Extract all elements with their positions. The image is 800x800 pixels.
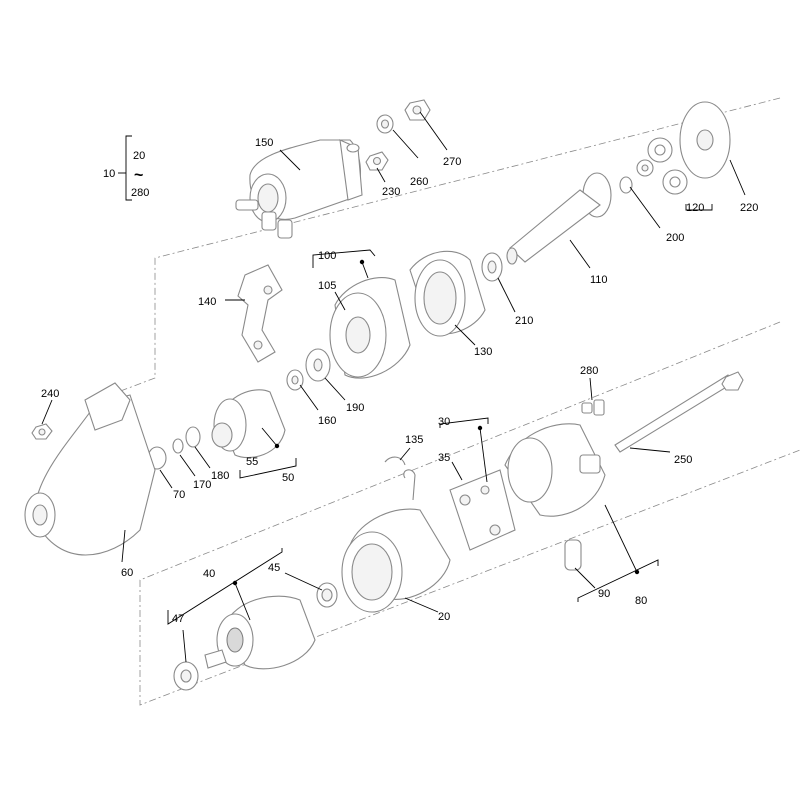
housing-100 [329,277,411,379]
callout-220: 220 [740,202,758,214]
callout-150: 150 [255,137,273,149]
callout-240: 240 [41,388,59,400]
callout-270: 270 [443,156,461,168]
callout-200: 200 [666,232,684,244]
leader-lines [41,111,746,663]
brackets [118,135,713,625]
callout-100: 100 [318,250,336,262]
callout-20: 20 [438,611,450,623]
overrunning-clutch-50 [211,389,286,459]
callout-170: 170 [193,479,211,491]
callout-40: 40 [203,568,215,580]
callout-120: 120 [686,202,704,214]
armature-40 [204,595,316,670]
callout-47: 47 [172,613,184,625]
range-tilde: ~ [134,167,143,184]
callout-80: 80 [635,595,647,607]
solenoid-switch [235,139,363,239]
internal-gear-130 [409,250,486,337]
gears-120 [636,137,688,195]
front-housing-60 [24,382,156,556]
washer-190 [305,348,331,382]
washer-220 [679,101,731,179]
bearing-47 [173,661,199,691]
screw-280 [581,399,605,416]
rear-cover-80 [504,423,606,517]
callout-140: 140 [198,296,216,308]
callout-210: 210 [515,315,533,327]
cap-90 [564,539,582,571]
callout-10: 10 [103,168,115,180]
callout-50: 50 [282,472,294,484]
clip-135 [384,456,406,466]
callout-180: 180 [211,470,229,482]
callout-160: 160 [318,415,336,427]
group-dots [232,259,640,586]
washer-200 [619,176,633,194]
callout-30: 30 [438,416,450,428]
brush-holder-30 [449,469,516,551]
washer-260 [376,114,394,134]
bolt-240 [31,423,53,440]
callout-110: 110 [590,274,608,286]
callout-190: 190 [346,402,364,414]
callout-130: 130 [474,346,492,358]
through-bolt-250 [614,371,744,453]
callout-280-range-end: 280 [131,187,149,199]
callout-55: 55 [246,456,258,468]
ring-170 [172,438,184,454]
shift-lever-140 [237,264,283,363]
callout-250: 250 [674,454,692,466]
bearing-45 [316,582,338,608]
callout-260: 260 [410,176,428,188]
callout-60: 60 [121,567,133,579]
callout-70: 70 [173,489,185,501]
washer-160 [286,369,304,391]
callout-labels: 10 20 ~ 280 150 230 260 270 120 200 220 … [41,137,758,625]
callout-45: 45 [268,562,280,574]
nut-270 [404,99,431,121]
callout-90: 90 [598,588,610,600]
nut-230 [365,151,389,171]
assembly-centerlines [109,97,800,706]
callout-135: 135 [405,434,423,446]
callout-280: 280 [580,365,598,377]
pinion-180 [185,426,201,448]
yoke-20 [341,469,451,613]
pinion-shaft-110 [506,172,612,265]
callout-105: 105 [318,280,336,292]
callout-230: 230 [382,186,400,198]
callout-20-range-start: 20 [133,150,145,162]
callout-35: 35 [438,452,450,464]
washer-210 [481,252,503,282]
